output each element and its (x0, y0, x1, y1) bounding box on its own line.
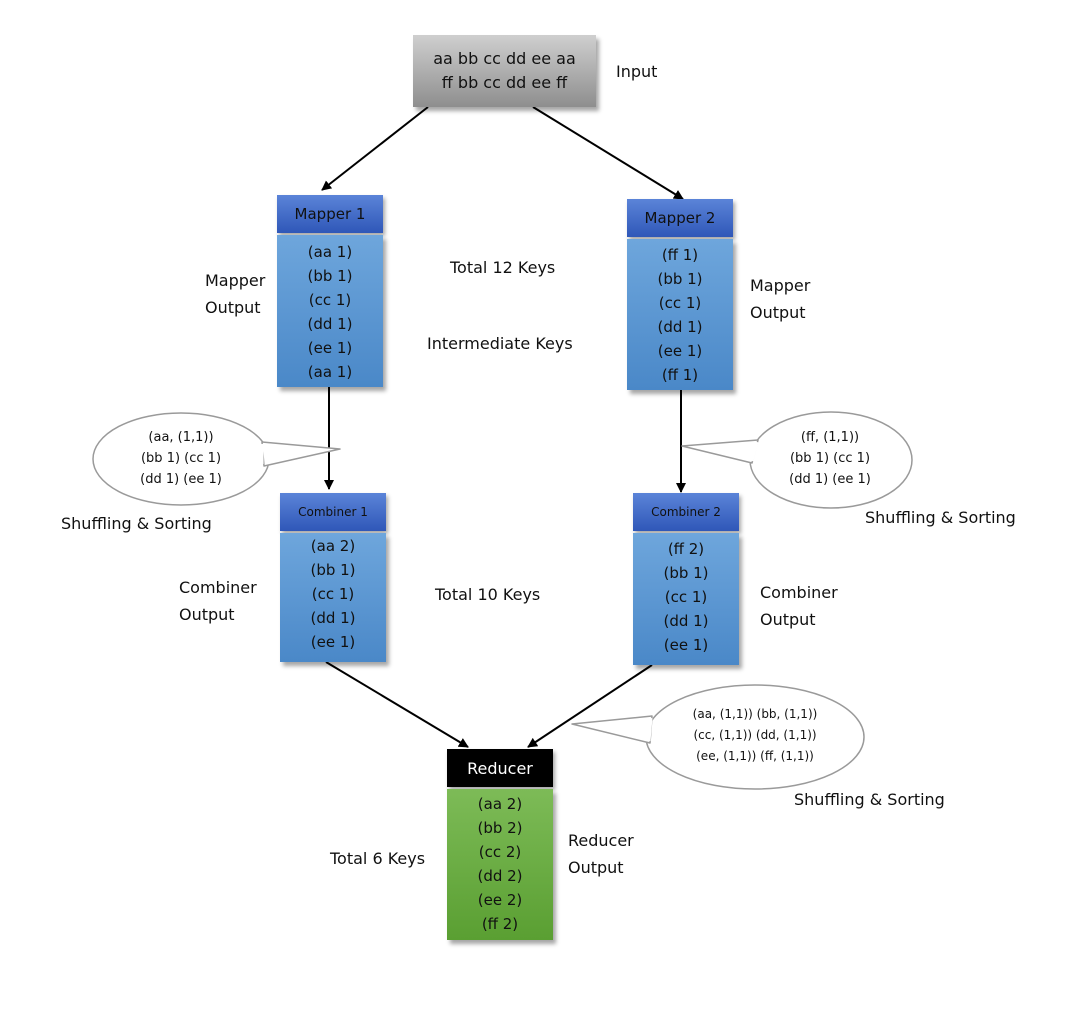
callout3-text: (aa, (1,1)) (bb, (1,1)) (cc, (1,1)) (dd,… (692, 707, 818, 763)
list-item: (bb 1) (307, 267, 353, 285)
list-item: (dd 2) (477, 867, 523, 885)
list-item: (cc 1) (311, 585, 355, 603)
list-item: (bb 1) (657, 270, 703, 288)
list-item: (bb 2) (477, 819, 523, 837)
list-item: (cc 2) (478, 843, 522, 861)
list-item: (aa 1) (307, 363, 353, 381)
list-item: (bb 1) (663, 564, 709, 582)
arrow-combiner2-to-reducer (527, 664, 653, 748)
input-node: aa bb cc dd ee aa ff bb cc dd ee ff (413, 35, 596, 107)
mapper2-header: Mapper 2 (627, 199, 733, 237)
combiner2-header: Combiner 2 (633, 493, 739, 531)
list-item: (dd 1) (307, 315, 353, 333)
total-10-keys-label: Total 10 Keys (435, 585, 541, 604)
list-item: (dd 1) (310, 609, 356, 627)
callout1-text: (aa, (1,1)) (bb 1) (cc 1) (dd 1) (ee 1) (140, 430, 222, 487)
list-item: (ff 2) (481, 915, 519, 933)
list-item: (aa 2) (310, 537, 356, 555)
callout-bubble-1 (92, 412, 341, 506)
callout2-caption: Shuffling & Sorting (865, 508, 1016, 527)
list-item: (ee 1) (657, 342, 703, 360)
list-item: (ee 2) (477, 891, 523, 909)
mapper2-output: (ff 1) (bb 1) (cc 1) (dd 1) (ee 1) (ff 1… (627, 239, 733, 390)
arrow-input-to-mapper2 (532, 106, 684, 200)
list-item: (aa 1) (307, 243, 353, 261)
reducer-header: Reducer (447, 749, 553, 787)
callout1-caption: Shuffling & Sorting (61, 514, 212, 533)
combiner2-output: (ff 2) (bb 1) (cc 1) (dd 1) (ee 1) (633, 533, 739, 665)
mapper2-output-label: Mapper Output (750, 276, 811, 322)
arrow-input-to-mapper1 (321, 106, 429, 191)
arrow-combiner1-to-reducer (325, 661, 469, 748)
total-12-keys-label: Total 12 Keys (450, 258, 556, 277)
reducer-output: (aa 2) (bb 2) (cc 2) (dd 2) (ee 2) (ff 2… (447, 789, 553, 940)
total-6-keys-label: Total 6 Keys (330, 849, 426, 868)
reducer-output-label: Reducer Output (568, 831, 634, 877)
list-item: (dd 1) (657, 318, 703, 336)
list-item: (ff 2) (667, 540, 705, 558)
mapper1-output: (aa 1) (bb 1) (cc 1) (dd 1) (ee 1) (aa 1… (277, 235, 383, 387)
input-line: ff bb cc dd ee ff (441, 73, 568, 92)
combiner1-output: (aa 2) (bb 1) (cc 1) (dd 1) (ee 1) (280, 533, 386, 662)
list-item: (bb 1) (310, 561, 356, 579)
mapper1-header: Mapper 1 (277, 195, 383, 233)
callout3-caption: Shuffling & Sorting (794, 790, 945, 809)
list-item: (ee 1) (307, 339, 353, 357)
list-item: (aa 2) (477, 795, 523, 813)
list-item: (ee 1) (663, 636, 709, 654)
intermediate-keys-label: Intermediate Keys (427, 334, 573, 353)
combiner1-output-label: Combiner Output (179, 578, 257, 624)
callout-bubble-2 (681, 411, 913, 509)
callout2-text: (ff, (1,1)) (bb 1) (cc 1) (dd 1) (ee 1) (789, 430, 871, 487)
input-line: aa bb cc dd ee aa (433, 49, 576, 68)
list-item: (dd 1) (663, 612, 709, 630)
combiner2-output-label: Combiner Output (760, 583, 838, 629)
list-item: (cc 1) (664, 588, 708, 606)
list-item: (ff 1) (661, 246, 699, 264)
list-item: (ee 1) (310, 633, 356, 651)
mapper1-output-label: Mapper Output (205, 271, 266, 317)
input-label: Input (616, 62, 658, 81)
callout-bubble-3 (571, 684, 865, 790)
list-item: (cc 1) (658, 294, 702, 312)
combiner1-header: Combiner 1 (280, 493, 386, 531)
list-item: (ff 1) (661, 366, 699, 384)
list-item: (cc 1) (308, 291, 352, 309)
